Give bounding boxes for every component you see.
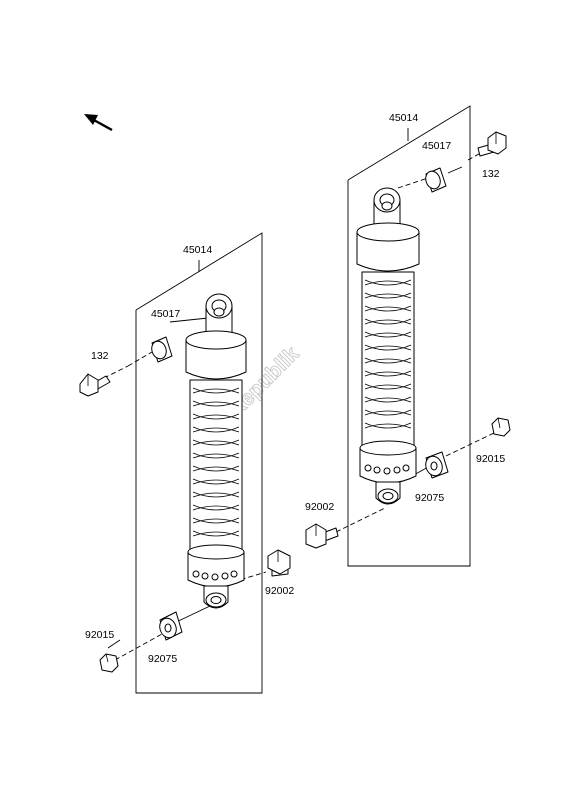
right-label-45017: 45017 [422,140,451,152]
right-label-132: 132 [482,168,500,180]
right-bottom-bushing [425,451,449,479]
left-top-bushing [151,336,173,363]
right-shock-group: 45014 45017 132 92015 92075 92002 [305,105,511,567]
right-shock-absorber [356,187,420,505]
right-label-45014: 45014 [389,112,418,124]
left-top-bolt [79,373,111,397]
right-bottom-bolt [305,523,339,549]
left-label-92015: 92015 [85,629,114,641]
left-bottom-bolt [267,549,291,577]
right-callout-frame [347,105,471,567]
left-label-45017: 45017 [151,308,180,320]
left-shock-absorber [185,293,247,609]
left-label-92002: 92002 [265,585,294,597]
left-bottom-nut [99,653,119,673]
front-direction-arrow-icon [84,114,113,132]
left-bottom-bushing [159,611,183,641]
right-label-92002: 92002 [305,501,334,513]
left-shock-group: 45014 45017 132 92002 92015 92075 [79,232,294,694]
left-callout-frame [135,232,263,694]
right-bottom-nut [491,417,511,437]
right-label-92015: 92015 [476,453,505,465]
right-top-bushing [425,167,447,193]
right-top-bolt [477,131,507,157]
left-label-92075: 92075 [148,653,177,665]
right-label-92075: 92075 [415,492,444,504]
left-label-45014: 45014 [183,244,212,256]
left-label-132: 132 [91,350,109,362]
